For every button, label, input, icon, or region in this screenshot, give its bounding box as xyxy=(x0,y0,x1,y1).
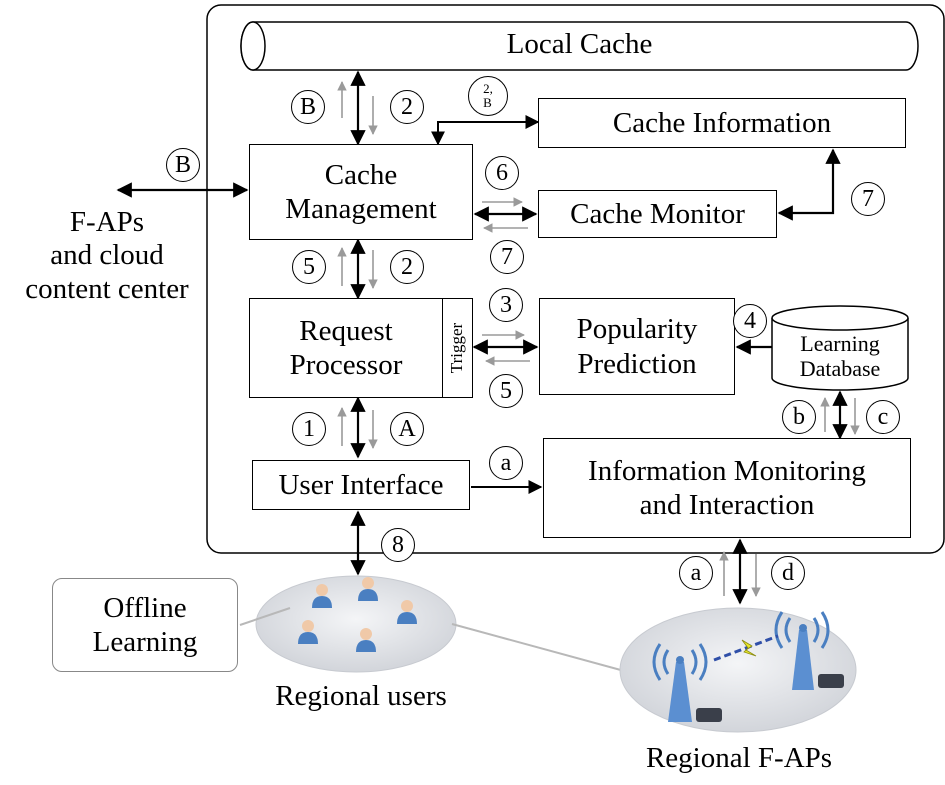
regional-faps-label: Regional F-APs xyxy=(645,742,833,774)
marker-5-mgmt: 5 xyxy=(292,250,326,284)
info-monitoring-box: Information Monitoring and Interaction xyxy=(543,438,911,538)
cache-information-box: Cache Information xyxy=(538,98,906,148)
marker-c-lower: c xyxy=(866,400,900,434)
marker-3: 3 xyxy=(489,288,523,322)
local-cache-label: Local Cache xyxy=(506,28,653,60)
local-cache-cylinder xyxy=(240,21,919,71)
marker-b-lower: b xyxy=(782,400,816,434)
marker-8: 8 xyxy=(381,528,415,562)
cache-management-box: Cache Management xyxy=(249,144,473,240)
fap-tower-icon xyxy=(652,643,722,722)
marker-2-b: 2, B xyxy=(468,76,508,116)
info-monitoring-label: Information Monitoring and Interaction xyxy=(588,454,866,521)
trigger-label: Trigger xyxy=(447,322,467,374)
marker-a-upper: A xyxy=(390,412,424,446)
request-processor-label: Request Processor xyxy=(289,314,403,381)
wireless-link-icon xyxy=(713,634,779,662)
user-interface-box: User Interface xyxy=(252,460,470,510)
arrow-monitor-info xyxy=(777,148,841,221)
marker-1: 1 xyxy=(292,412,326,446)
fap-cloud-label: F-APs and cloud content center xyxy=(25,206,189,305)
cache-monitor-box: Cache Monitor xyxy=(538,190,777,238)
trigger-panel: Trigger xyxy=(442,299,472,397)
marker-b-left-cache: B xyxy=(291,90,325,124)
offline-connector-users xyxy=(239,607,291,626)
marker-5-req: 5 xyxy=(489,374,523,408)
offline-connector-faps xyxy=(451,623,629,673)
marker-7-right: 7 xyxy=(851,182,885,216)
marker-a-faps: a xyxy=(679,556,713,590)
regional-users-label: Regional users xyxy=(275,680,447,712)
marker-2-cache: 2 xyxy=(390,90,424,124)
marker-6: 6 xyxy=(485,156,519,190)
offline-learning-box: Offline Learning xyxy=(52,578,238,672)
cache-information-label: Cache Information xyxy=(612,106,832,139)
request-processor-box: Request Processor Trigger xyxy=(249,298,473,398)
popularity-prediction-box: Popularity Prediction xyxy=(539,298,735,395)
regional-users-ellipse xyxy=(255,575,457,673)
marker-d-faps: d xyxy=(771,556,805,590)
learning-database-cylinder xyxy=(771,305,909,391)
marker-a-ui: a xyxy=(489,446,523,480)
arrow-mgmt-info xyxy=(431,115,540,146)
marker-4: 4 xyxy=(733,304,767,338)
cache-monitor-label: Cache Monitor xyxy=(570,197,745,230)
cache-management-label: Cache Management xyxy=(285,158,437,225)
marker-2-mgmt: 2 xyxy=(390,250,424,284)
learning-database-label: Learning Database xyxy=(799,331,881,381)
fap-tower-icon xyxy=(774,611,844,690)
offline-learning-label: Offline Learning xyxy=(92,591,198,658)
popularity-prediction-label: Popularity Prediction xyxy=(576,313,698,380)
user-interface-label: User Interface xyxy=(278,468,444,501)
system-container xyxy=(206,4,945,554)
marker-b-external: B xyxy=(166,148,200,182)
marker-7-bottom: 7 xyxy=(490,240,524,274)
user-person-icon xyxy=(298,577,417,652)
